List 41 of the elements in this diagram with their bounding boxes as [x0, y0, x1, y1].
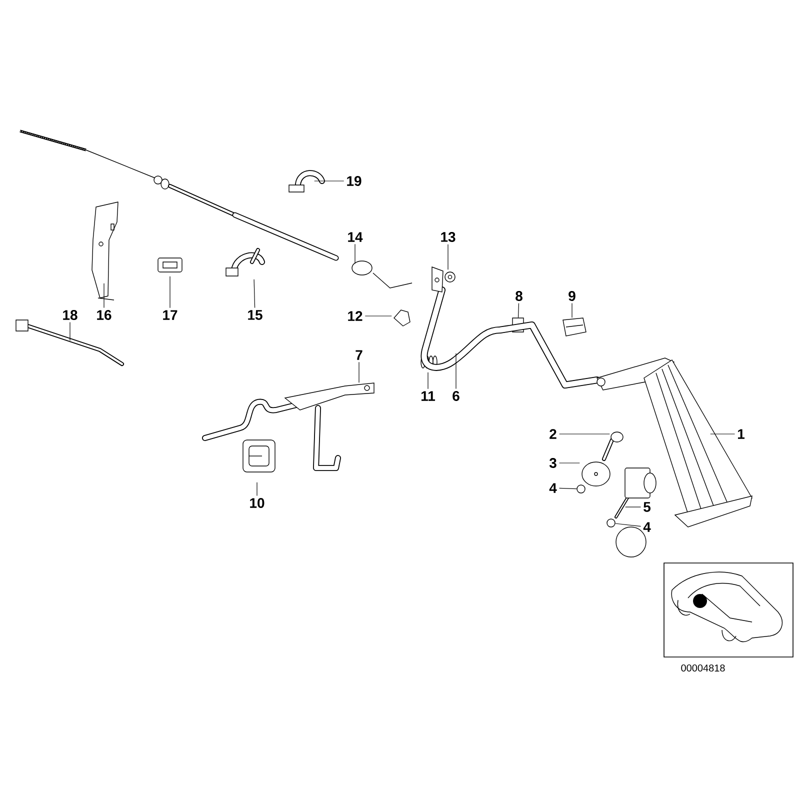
leader-line	[615, 523, 642, 527]
plug-drawing	[394, 310, 410, 326]
callout-number: 10	[250, 498, 264, 508]
leader-line	[558, 488, 577, 490]
leader-line	[256, 482, 258, 496]
rod-drawing	[420, 266, 600, 388]
leader-line	[625, 506, 642, 508]
nut-drawing	[606, 518, 616, 528]
callout-number: 1	[738, 429, 745, 439]
switch-drawing	[614, 468, 656, 518]
bolt-drawing	[602, 432, 624, 461]
callout-number: 11	[421, 391, 436, 401]
callout-number: 2	[550, 429, 556, 439]
callout-number: 4	[643, 522, 651, 532]
leader-line	[518, 303, 520, 318]
bracket-drawing	[92, 202, 118, 300]
cable-tie-drawing	[16, 320, 124, 366]
leader-line	[358, 362, 360, 383]
callout-number: 16	[97, 310, 112, 320]
callout-number: 18	[63, 310, 78, 320]
callout-number: 6	[452, 391, 460, 401]
disc-drawing	[582, 462, 610, 486]
grommet-drawing	[242, 440, 276, 472]
leader-line	[558, 462, 580, 464]
clip-drawing	[226, 248, 265, 276]
callout-number: 4	[549, 483, 557, 493]
leader-line	[254, 279, 256, 308]
leader-line	[314, 180, 344, 182]
nut-drawing	[576, 484, 586, 494]
callout-number: 13	[441, 232, 456, 242]
leader-line	[354, 244, 356, 264]
spring-drawing	[420, 356, 438, 368]
callout-number: 3	[549, 458, 556, 468]
cable-drawing	[20, 130, 412, 288]
part-number: 00004818	[681, 664, 725, 672]
clip-drawing	[288, 170, 325, 192]
shaft-drawing	[202, 382, 374, 471]
callout-number: 12	[348, 311, 362, 321]
callout-number: 17	[163, 310, 178, 320]
callout-number: 15	[248, 310, 262, 320]
callout-number: 7	[356, 350, 362, 360]
